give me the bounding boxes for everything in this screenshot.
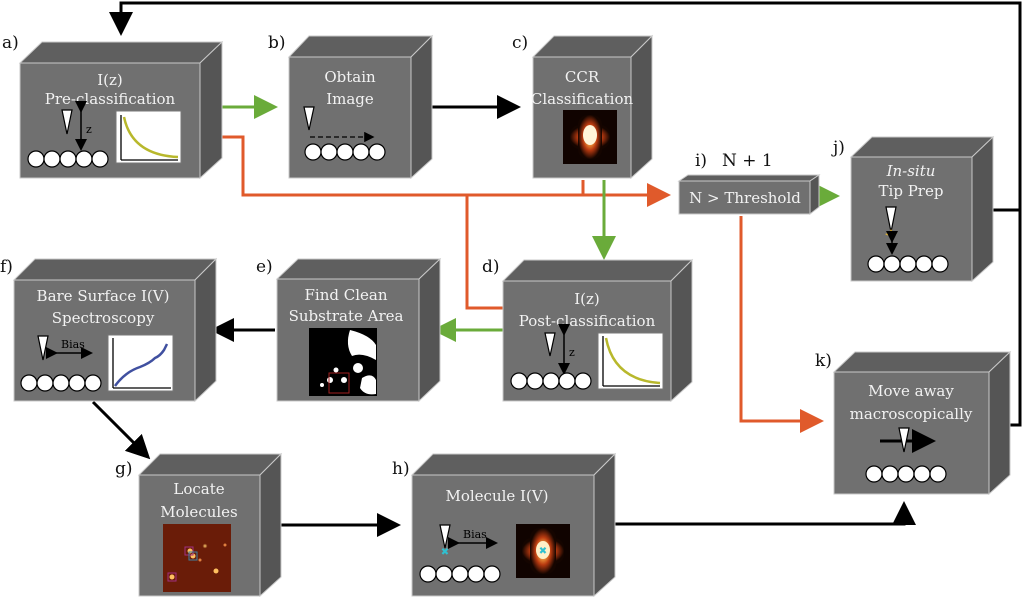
- atom-row: [27, 150, 109, 168]
- tip-icon: [439, 524, 451, 549]
- box-h-molecule-iv: Molecule I(V) ✖ Bias ✖: [410, 452, 617, 598]
- box-e-line2: Substrate Area: [289, 307, 404, 325]
- edge-a-to-i: [206, 135, 671, 207]
- box-g-line2: Molecules: [160, 503, 238, 521]
- box-c-ccr-classification: CCR Classification: [531, 34, 654, 180]
- molecule-image: ✖: [516, 524, 570, 578]
- box-i-threshold: N > Threshold: [677, 174, 821, 216]
- label-f: f): [0, 257, 13, 277]
- tip-icon: [885, 206, 897, 233]
- label-k: k): [815, 351, 832, 371]
- counter-n-plus-1: N + 1: [722, 151, 773, 171]
- box-h-line1: Molecule I(V): [445, 487, 548, 505]
- box-e-line1: Find Clean: [305, 286, 388, 304]
- box-b-line1: Obtain: [324, 68, 376, 86]
- box-c-line2: Classification: [531, 90, 634, 108]
- box-e-find-clean-area: Find Clean Substrate Area: [275, 257, 442, 403]
- tip-icon: [898, 427, 910, 453]
- tip-icon: [544, 332, 556, 357]
- substrate-mask-image: [309, 328, 377, 396]
- tip-icon: [37, 335, 49, 361]
- box-c-line1: CCR: [565, 68, 600, 86]
- tip-icon: [61, 109, 73, 135]
- z-label: z: [569, 346, 575, 359]
- tip-icon: [303, 106, 315, 131]
- box-f-line1: Bare Surface I(V): [37, 287, 170, 305]
- atom-row: [865, 465, 947, 483]
- box-b-line2: Image: [326, 90, 374, 108]
- label-d: d): [482, 257, 500, 277]
- box-a-line2: Pre-classification: [45, 90, 176, 108]
- threshold-condition: N > Threshold: [689, 189, 801, 207]
- molecule-scan-image: [163, 524, 231, 592]
- atom-row: [419, 565, 501, 583]
- box-f-bare-surface-iv: Bare Surface I(V) Spectroscopy Bias: [12, 257, 218, 403]
- label-b: b): [268, 33, 286, 53]
- box-j-line1: Tip Prep: [879, 182, 944, 200]
- label-i: i): [695, 151, 707, 171]
- molecule-image: [563, 110, 617, 164]
- edge-h-to-k: [602, 501, 916, 526]
- target-marker-icon: ✖: [441, 547, 449, 558]
- box-f-line2: Spectroscopy: [52, 309, 155, 327]
- atom-row: [304, 143, 386, 161]
- atom-row: [510, 372, 592, 390]
- iz-plot-icon: [115, 110, 182, 164]
- iz-plot-icon: [597, 332, 664, 390]
- bias-label: Bias: [463, 528, 487, 541]
- box-k-line1: Move away: [868, 382, 954, 400]
- box-k-line2: macroscopically: [850, 405, 973, 423]
- box-d-post-classification: I(z) Post-classification z: [501, 258, 694, 403]
- box-g-line1: Locate: [173, 480, 224, 498]
- box-a-line1: I(z): [97, 71, 123, 89]
- label-h: h): [392, 459, 410, 479]
- box-b-obtain-image: Obtain Image: [287, 34, 434, 180]
- iv-plot-icon: [107, 334, 174, 392]
- label-e: e): [256, 257, 273, 277]
- box-d-line1: I(z): [574, 290, 600, 308]
- edge-f-to-g: [91, 400, 151, 460]
- bias-label: Bias: [61, 338, 85, 351]
- z-label: z: [86, 123, 92, 136]
- target-marker-icon: ✖: [539, 546, 547, 557]
- box-d-line2: Post-classification: [519, 312, 656, 330]
- box-a-pre-classification: I(z) Pre-classification z: [18, 40, 224, 180]
- box-g-locate-molecules: Locate Molecules: [137, 452, 283, 598]
- box-j-tip-prep: In-situ Tip Prep: [849, 135, 995, 283]
- atom-row: [867, 255, 949, 273]
- edge-i-to-k: [739, 216, 824, 433]
- atom-row: [20, 374, 102, 392]
- box-k-move-away: Move away macroscopically: [832, 350, 1012, 496]
- label-j: j): [831, 138, 845, 158]
- label-a: a): [2, 33, 19, 53]
- label-g: g): [115, 459, 133, 479]
- edge-loop-to-a: [109, 1, 1022, 210]
- label-c: c): [512, 33, 528, 53]
- edge-d-to-i: [465, 195, 503, 310]
- box-j-italic: In-situ: [886, 162, 936, 180]
